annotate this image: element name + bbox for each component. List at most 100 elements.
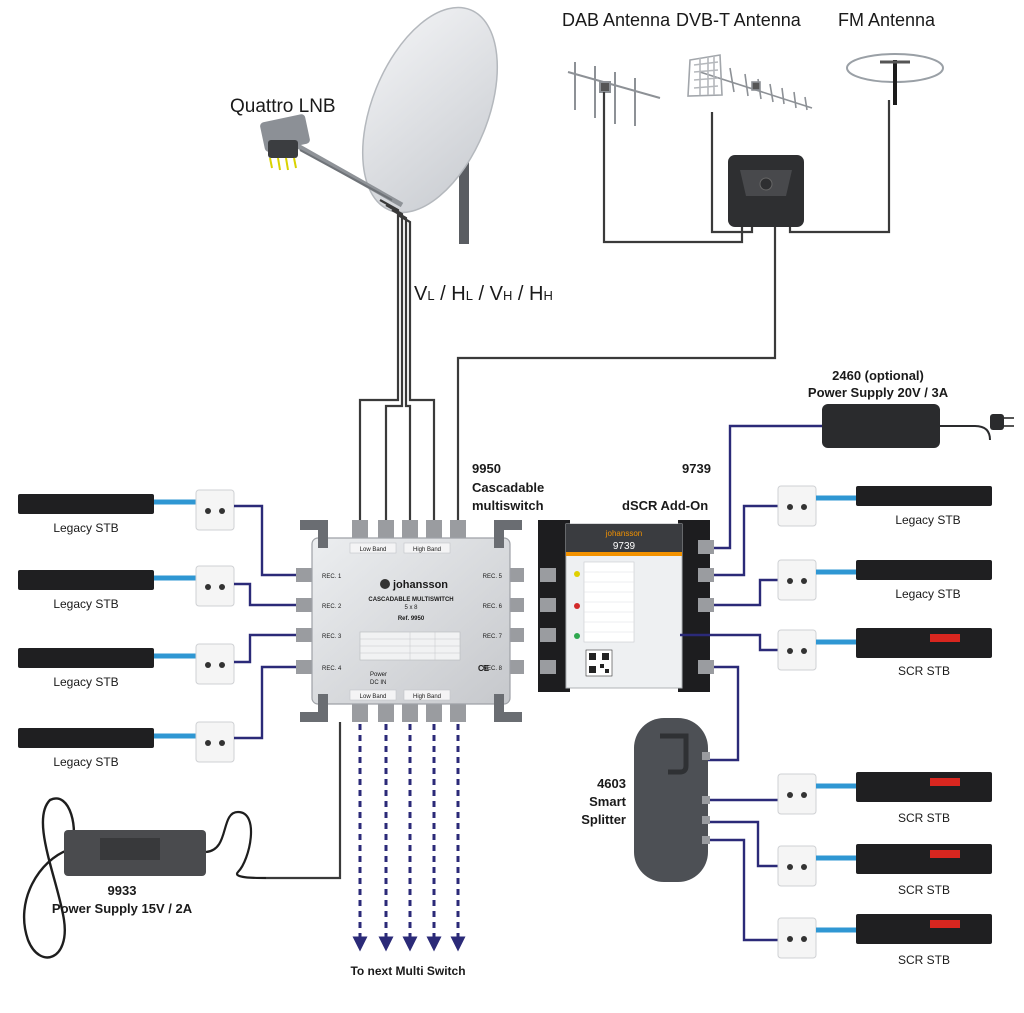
dscr-code-label: 9739: [682, 461, 711, 476]
multiswitch-name-line2: multiswitch: [472, 498, 544, 513]
dish-mast: [459, 160, 469, 244]
fm-antenna-icon: [846, 53, 944, 105]
stb-right-1-label: Legacy STB: [895, 513, 960, 527]
rec-6-label: REC. 6: [483, 604, 503, 610]
wall-socket-icon: [777, 485, 817, 527]
wall-socket-icon: [777, 845, 817, 887]
stb-right-6: [706, 838, 992, 959]
wall-socket-icon: [195, 721, 235, 763]
multiswitch-body: [311, 537, 511, 705]
dscr-name-label: dSCR Add-On: [622, 498, 708, 513]
splitter-line1: Smart: [589, 794, 627, 809]
stb-left-3-label: Legacy STB: [53, 675, 118, 689]
dvbt-antenna-icon: [687, 54, 813, 111]
stb-left-1: [18, 489, 296, 577]
satellite-dish-icon: [361, 6, 499, 214]
multiswitch-9950: Low Band High Band johansson CASCADABLE …: [296, 520, 524, 722]
antenna-combiner-icon: [728, 155, 804, 227]
right-stb-column: Legacy STB Legacy STB SCR STB: [680, 485, 992, 967]
stb-left-4-label: Legacy STB: [53, 755, 118, 769]
stb-left-1-label: Legacy STB: [53, 521, 118, 535]
stb-right-2: [714, 559, 992, 607]
wall-socket-icon: [195, 489, 235, 531]
cascade-arrows: [352, 724, 466, 952]
stb-right-1: [714, 485, 992, 577]
fm-antenna-label: FM Antenna: [838, 10, 936, 30]
left-stb-column: Legacy STB Legacy STB Legacy STB Legacy …: [18, 489, 296, 769]
stb-right-2-label: Legacy STB: [895, 587, 960, 601]
smart-splitter-icon: [634, 718, 708, 882]
rec-7-label: REC. 7: [483, 634, 503, 640]
stb-left-3: [18, 633, 296, 685]
quattro-lnb-icon: [260, 114, 310, 171]
dscr-model: 9739: [613, 541, 636, 552]
splitter-code-label: 4603: [597, 776, 626, 791]
stb-right-6-label: SCR STB: [898, 953, 950, 967]
multiswitch-subtitle: 5 x 8: [404, 605, 418, 611]
multiswitch-ref: Ref. 9950: [398, 616, 425, 622]
stb-display-icon: [930, 920, 960, 928]
dscr-addon-9739: johansson 9739: [538, 520, 714, 692]
wall-socket-icon: [777, 773, 817, 815]
rec-8-label: REC. 8: [483, 666, 503, 672]
polarity-label: VL / HL / VH / HH: [414, 283, 553, 305]
wall-socket-icon: [195, 565, 235, 607]
multiswitch-cascade-connectors: [352, 700, 466, 722]
lnb-cables: [358, 199, 436, 522]
satellite-dish-group: Quattro LNB VL / HL / VH / HH: [230, 6, 553, 522]
stb-right-3-label: SCR STB: [898, 664, 950, 678]
multiswitch-title: CASCADABLE MULTISWITCH: [368, 597, 453, 603]
rec-5-label: REC. 5: [483, 574, 503, 580]
stb-left-4: [18, 665, 296, 763]
stb-display-icon: [930, 778, 960, 786]
stb-left-2: [18, 565, 296, 607]
high-band-bottom-label: High Band: [413, 694, 441, 700]
stb-right-3: [680, 628, 992, 671]
stb-display-icon: [930, 634, 960, 642]
antenna-group: DAB Antenna DVB-T Antenna FM Anten: [456, 10, 944, 522]
multiswitch-brand: johansson: [392, 579, 448, 591]
dab-antenna-icon: [567, 62, 661, 126]
stb-right-4-label: SCR STB: [898, 811, 950, 825]
dc-in-label: DC IN: [370, 680, 386, 686]
dscr-brand: johansson: [605, 529, 642, 538]
psu-2460-line2: Power Supply 20V / 3A: [808, 385, 949, 400]
multiswitch-name-line1: Cascadable: [472, 480, 544, 495]
dscr-connectors: [540, 540, 714, 674]
low-band-bottom-label: Low Band: [360, 694, 387, 700]
dvbt-antenna-label: DVB-T Antenna: [676, 10, 802, 30]
power-led-label: Power: [370, 672, 387, 678]
stb-right-5: [706, 820, 992, 887]
power-supply-2460: [714, 404, 1014, 550]
psu-2460-line1: 2460 (optional): [832, 368, 924, 383]
multiswitch-input-connectors: [352, 520, 466, 542]
ce-mark-icon: CE: [478, 664, 490, 673]
stb-display-icon: [930, 850, 960, 858]
wall-socket-icon: [195, 643, 235, 685]
wall-socket-icon: [777, 917, 817, 959]
psu-9933-line2: Power Supply 15V / 2A: [52, 901, 193, 916]
dab-antenna-label: DAB Antenna: [562, 10, 671, 30]
smart-splitter-4603: [634, 718, 710, 882]
mains-plug-icon: [990, 414, 1004, 430]
wall-socket-icon: [777, 629, 817, 671]
power-supply-9933: [22, 722, 342, 959]
stb-right-5-label: SCR STB: [898, 883, 950, 897]
wall-socket-icon: [777, 559, 817, 601]
johansson-logo-icon: [380, 579, 390, 589]
splitter-line2: Splitter: [581, 812, 626, 827]
lnb-label: Quattro LNB: [230, 96, 336, 117]
stb-right-4: [706, 772, 992, 815]
psu-2460-icon: [822, 404, 940, 448]
psu-9933-mains-cable: [22, 797, 76, 959]
antenna-cables: [456, 92, 891, 522]
multiswitch-code-label: 9950: [472, 461, 501, 476]
low-band-label: Low Band: [360, 547, 387, 553]
multiswitch-mount-clips: [300, 520, 522, 722]
stb-left-2-label: Legacy STB: [53, 597, 118, 611]
rec-3-label: REC. 3: [322, 634, 342, 640]
psu-9933-line1: 9933: [108, 883, 137, 898]
rec-1-label: REC. 1: [322, 574, 342, 580]
high-band-label: High Band: [413, 547, 441, 553]
